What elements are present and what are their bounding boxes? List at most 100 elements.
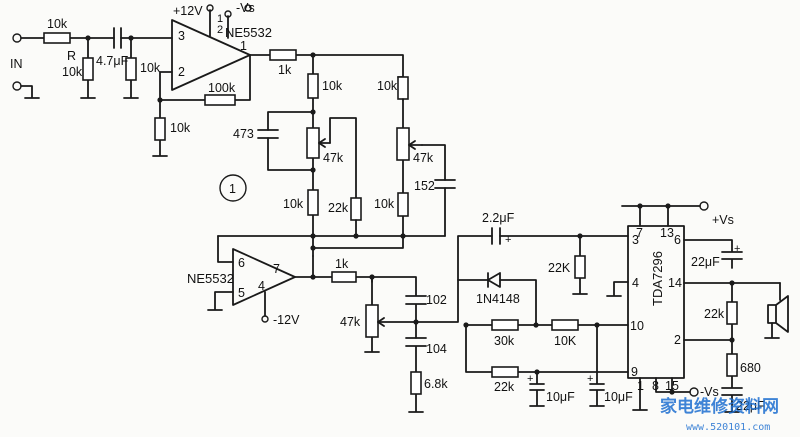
label-ic-pin13: 13: [660, 226, 674, 240]
feedback-resistor: [204, 94, 236, 106]
label-ic-pin10: 10: [630, 319, 644, 333]
label-feedback-r: 100k: [208, 81, 236, 95]
label-diode: 1N4148: [476, 292, 520, 306]
label-plus-d: +: [734, 243, 740, 255]
input-terminal: [12, 33, 22, 43]
label-op2-pin7: 7: [273, 262, 280, 276]
bias-resistor: [82, 57, 94, 81]
label-ic-pin8: 8: [652, 379, 659, 393]
watermark-text: 家电维修资料网: [660, 396, 779, 417]
label-tone-cap2: 152: [414, 179, 435, 193]
label-r-30k: 30k: [494, 334, 515, 348]
label-bias-r-name: R: [67, 49, 76, 63]
label-r-68k: 6.8k: [424, 377, 448, 391]
label-op1-pin2: 2: [178, 65, 185, 79]
label-out-r: 1k: [278, 63, 292, 77]
tone-r4: [307, 189, 319, 216]
label-op1-gnd-r: 10k: [170, 121, 191, 135]
label-op1-name: NE5532: [225, 25, 272, 40]
label-supply-pos: +12V: [173, 4, 203, 18]
label-op1-pin-top2: 2: [217, 24, 223, 36]
cap-10u-b: [589, 324, 605, 407]
input-resistor: [43, 32, 71, 44]
tone-r1: [307, 73, 319, 99]
cap-2u2: [491, 227, 501, 245]
label-cap-22u-c: 22μF: [736, 399, 765, 413]
label-tone-cap1: 473: [233, 127, 254, 141]
tone-pot1: [306, 127, 320, 159]
label-tone-pot2: 47k: [413, 151, 434, 165]
label-op1-pin-top1: 1: [217, 13, 223, 25]
label-tone-r2: 10k: [377, 79, 398, 93]
label-in-cap: 4.7μF: [96, 54, 129, 68]
label-vs-pos: +Vs: [712, 213, 734, 227]
label-cap-2u2: 2.2μF: [482, 211, 515, 225]
label-op2-supply: -12V: [273, 313, 300, 327]
watermark-url: www.520101.com: [686, 422, 770, 433]
label-cap-10u-a: 10μF: [546, 390, 575, 404]
label-ic-pin14: 14: [668, 276, 682, 290]
label-r-22k-c: 22k: [704, 307, 725, 321]
tone-cap-473: [257, 129, 279, 139]
label-ic-pin7: 7: [636, 226, 643, 240]
input-ground: [20, 85, 40, 99]
label-plus-c: +: [587, 373, 593, 385]
label-cap-104: 104: [426, 342, 447, 356]
input-capacitor: [113, 27, 122, 49]
tone-r5: [397, 192, 409, 217]
label-cap-102: 102: [426, 293, 447, 307]
label-op1-plus-r: 10k: [140, 61, 161, 75]
tone-pot2: [396, 127, 410, 161]
label-op1-pin1: 1: [240, 39, 247, 53]
label-tone-r5: 10k: [374, 197, 395, 211]
label-op2-pin5: 5: [238, 286, 245, 300]
resistor-22k-c: [726, 301, 738, 325]
label-r-22k-b: 22k: [494, 380, 515, 394]
plus-resistor: [125, 57, 137, 81]
label-in-r: 10k: [47, 17, 68, 31]
label-tone-r4: 10k: [283, 197, 304, 211]
label-plus-b: +: [527, 373, 533, 385]
label-vs-neg: -Vs: [700, 385, 719, 399]
label-r-10k-b: 10K: [554, 334, 577, 348]
label-ic-pin4: 4: [632, 276, 639, 290]
plus-resistor-wire: [123, 37, 139, 99]
label-op2-pin6: 6: [238, 256, 245, 270]
label-stage-number: 1: [229, 182, 236, 196]
label-ic-pin3: 3: [632, 233, 639, 247]
label-ic-pin9: 9: [631, 365, 638, 379]
tone-r2: [397, 76, 409, 100]
diode-1n4148: [487, 272, 501, 288]
resistor-680: [726, 353, 738, 377]
resistor-22k-a: [574, 255, 586, 279]
volume-pot: [365, 304, 379, 338]
ground-terminal: [12, 81, 22, 91]
resistor-30k: [491, 319, 519, 331]
label-ic-pin15: 15: [665, 379, 679, 393]
resistor-22k-b: [491, 366, 519, 378]
label-tone-r1: 10k: [322, 79, 343, 93]
output-resistor-1k: [269, 49, 297, 61]
label-op2-pin4: 4: [258, 279, 265, 293]
tone-bus: [217, 235, 446, 249]
label-ic-name: TDA7296: [650, 251, 665, 306]
opamp-1: [171, 19, 251, 91]
label-op2-name: NE5532: [187, 271, 234, 286]
tone-cap-152: [434, 179, 456, 189]
label-vol-pot: 47k: [340, 315, 361, 329]
label-bias-r: 10k: [62, 65, 83, 79]
cap-10u-a: [529, 371, 545, 407]
speaker-icon: [767, 282, 789, 333]
opamp-2: [232, 248, 296, 306]
label-ic-pin2: 2: [674, 333, 681, 347]
op2-output-resistor: [331, 271, 357, 283]
label-r-22k-a: 22K: [548, 261, 571, 275]
resistor-6k8: [410, 371, 422, 395]
bias-wire: [80, 37, 96, 99]
label-op1-pin3: 3: [178, 29, 185, 43]
resistor-10k: [551, 319, 579, 331]
label-r-680: 680: [740, 361, 761, 375]
feedback-wire: [159, 54, 251, 101]
